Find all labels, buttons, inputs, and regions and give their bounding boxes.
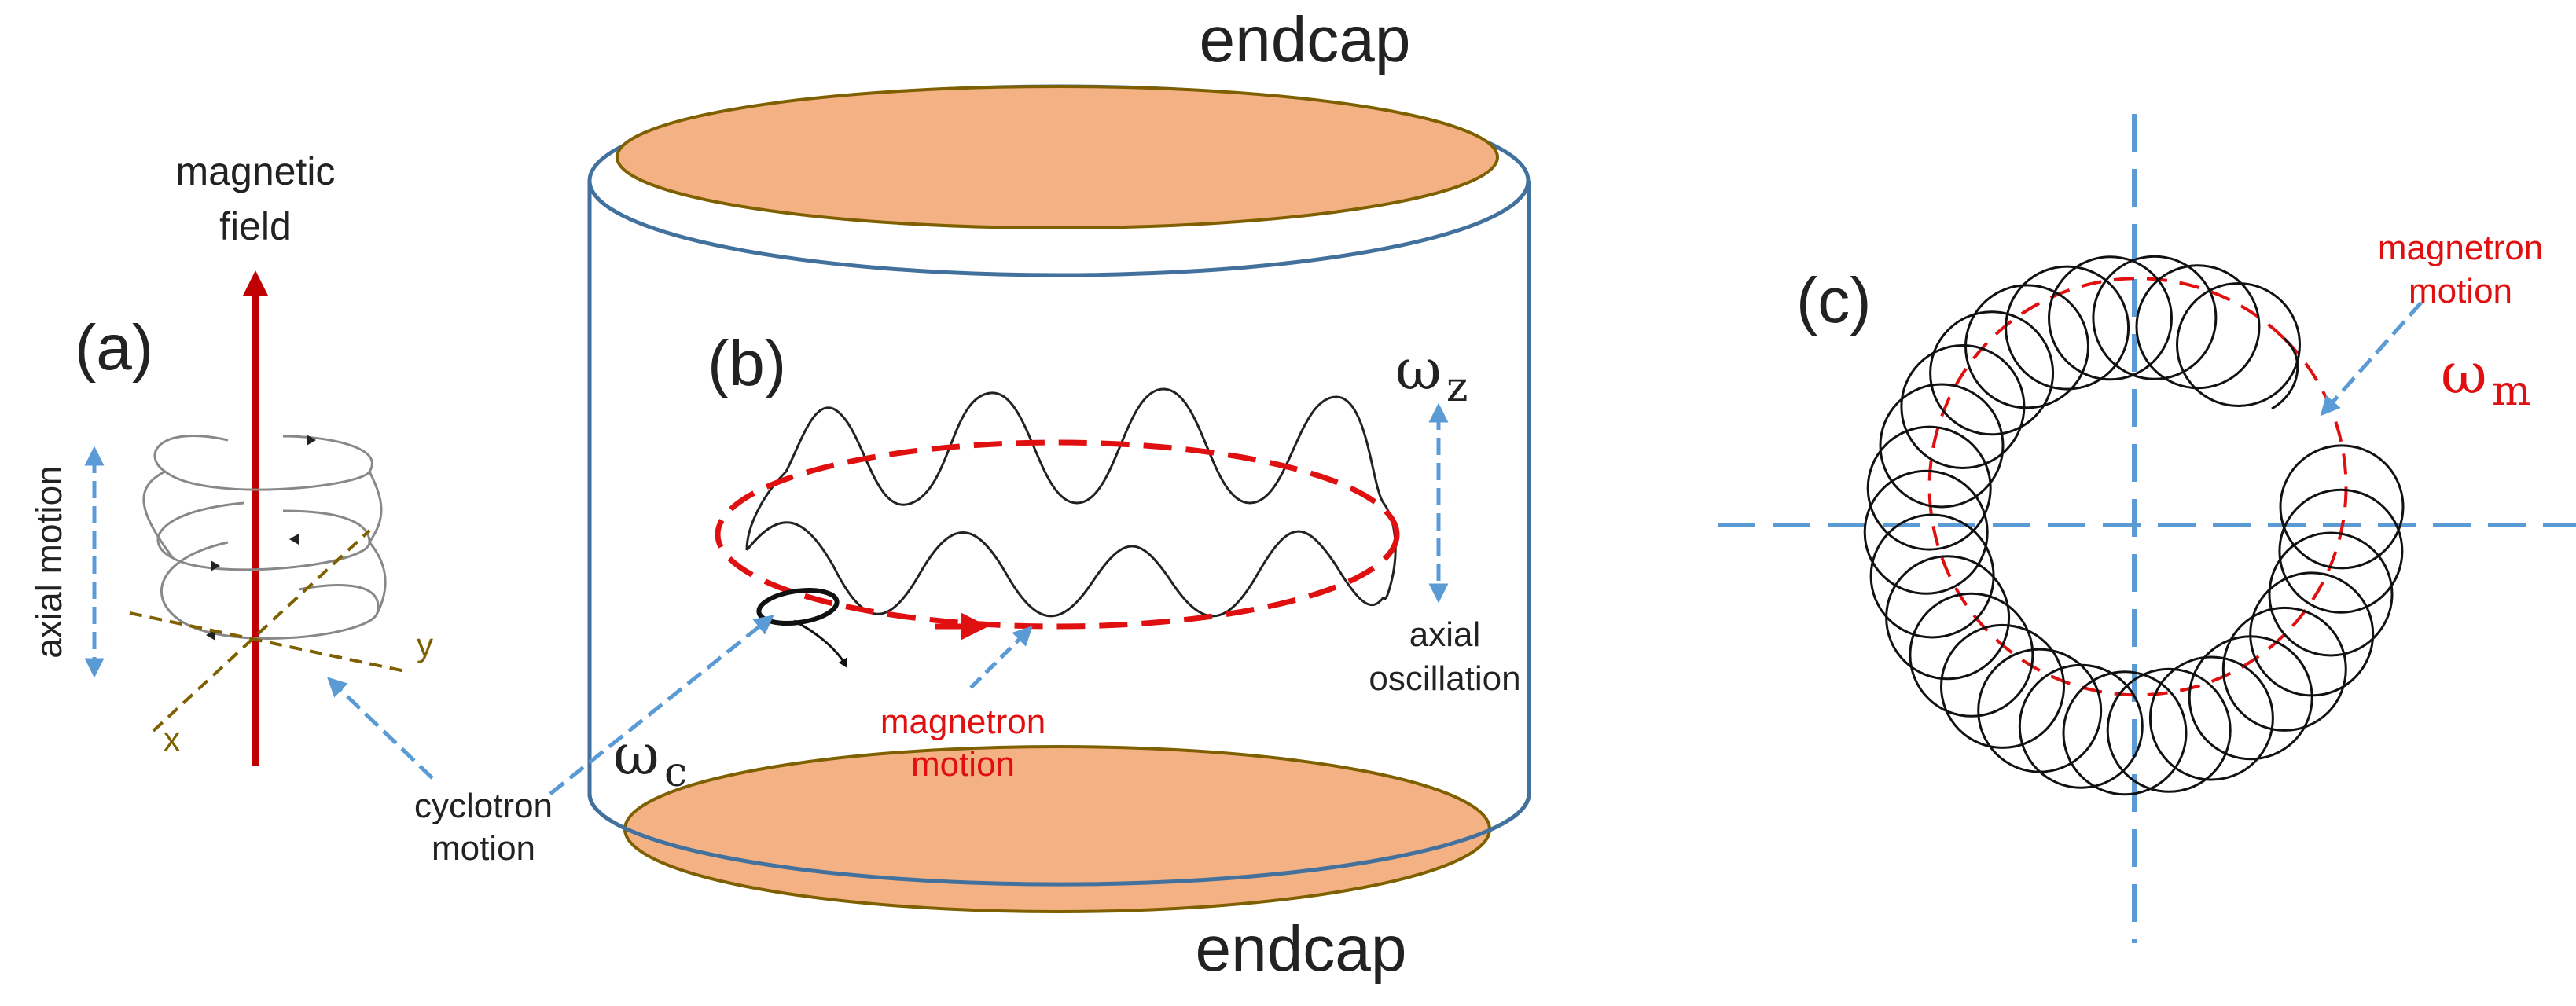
cyclotron-label-1: cyclotron	[414, 787, 553, 825]
x-axis-label: x	[164, 721, 180, 758]
magnetron-orbit	[715, 439, 1400, 630]
epicycle-circle	[1940, 623, 2065, 749]
epicycle-circle	[2106, 667, 2232, 793]
epicycle-circle	[1900, 344, 2026, 469]
epicycle-circle	[1863, 469, 1989, 595]
magnetic-field-label-2: field	[219, 204, 292, 248]
epicycle-circle	[2221, 606, 2347, 732]
y-axis-line	[129, 611, 410, 674]
epicycle-circle	[2092, 255, 2218, 380]
omega-z-symbol: ω	[1395, 336, 1442, 402]
helix-arrowhead-3	[211, 560, 220, 571]
epicycle-circle	[2176, 282, 2301, 407]
panel-a-label: (a)	[75, 312, 153, 384]
epicycle-circle	[1869, 513, 1995, 639]
endcap-top-label: endcap	[1199, 4, 1410, 75]
axial-oscillation-label-1: axial	[1409, 615, 1481, 654]
endcap-top	[616, 85, 1499, 229]
epicycle-circle	[2249, 571, 2375, 697]
helix-loop-1	[153, 435, 373, 491]
panel-c-label: (c)	[1796, 265, 1872, 336]
helix-loop-3	[160, 541, 380, 640]
epicycle-circle	[2278, 488, 2404, 614]
omega-c-subscript: c	[664, 749, 687, 796]
magnetron-label-b-1: magnetron	[880, 703, 1045, 741]
omega-z-subscript: z	[1446, 364, 1468, 411]
helix-arrowhead-4	[206, 630, 215, 641]
endcap-bottom-label: endcap	[1195, 913, 1406, 985]
panel-a: (a) magnetic field axial motion y x	[28, 149, 434, 780]
epicycle-circle	[1879, 383, 2005, 509]
cyclotron-label-2: motion	[432, 829, 535, 868]
helix-arrowhead-1	[307, 435, 316, 446]
epicycle-circle	[2018, 663, 2144, 789]
axial-wave-upper	[785, 387, 1385, 506]
helix-connector-3	[142, 470, 175, 559]
helix-connector-2	[368, 542, 387, 614]
axial-oscillation-label-2: oscillation	[1369, 659, 1520, 698]
epicycle-circle	[2135, 264, 2261, 390]
epicycle-circle	[2279, 444, 2405, 570]
x-axis-line	[152, 529, 371, 732]
magnetron-label-b-2: motion	[911, 745, 1015, 784]
helix-arrowhead-2	[289, 534, 299, 545]
panel-b: endcap endcap (b) ω z axial oscillation …	[414, 4, 1531, 985]
omega-m-subscript: m	[2492, 368, 2530, 415]
magnetron-label-c-1: magnetron	[2378, 229, 2543, 267]
epicycle-group	[1863, 255, 2405, 796]
epicycle-tail	[2271, 336, 2299, 410]
endcap-bottom	[623, 745, 1491, 913]
epicycle-circle	[2005, 265, 2130, 391]
epicycle-circle	[2048, 255, 2173, 381]
helix-loop-2	[156, 501, 371, 571]
epicycle-circle	[2188, 635, 2313, 761]
epicycle-circle	[1929, 310, 2055, 436]
helix-connector-1	[368, 471, 383, 543]
cylinder-bottom-rim-front	[587, 793, 1531, 887]
epicycle-circle	[2148, 655, 2274, 781]
omega-m-symbol: ω	[2441, 340, 2487, 406]
axial-wave-lower	[745, 521, 1385, 618]
epicycle-circle	[2062, 670, 2188, 796]
y-axis-label: y	[417, 626, 433, 663]
cyclotron-pointer-a	[326, 677, 434, 780]
omega-c-symbol: ω	[613, 721, 660, 788]
epicycle-circle	[1866, 425, 1992, 551]
magnetron-pointer-b	[969, 626, 1033, 689]
epicycle-circle	[1909, 592, 2034, 718]
panel-c: (c) magnetron motion ω m	[1718, 114, 2576, 943]
magnetron-pointer-c	[2320, 301, 2423, 417]
panel-b-label: (b)	[707, 328, 786, 399]
cyclotron-loop	[756, 588, 840, 626]
axial-motion-label: axial motion	[28, 465, 69, 658]
magnetic-field-label-1: magnetic	[176, 149, 336, 193]
epicycle-circle	[2268, 531, 2394, 657]
cyclotron-tail	[793, 619, 848, 669]
cyclotron-pointer-b	[549, 615, 774, 795]
magnetron-label-c-2: motion	[2409, 272, 2512, 310]
epicycle-circle	[1885, 555, 2011, 681]
